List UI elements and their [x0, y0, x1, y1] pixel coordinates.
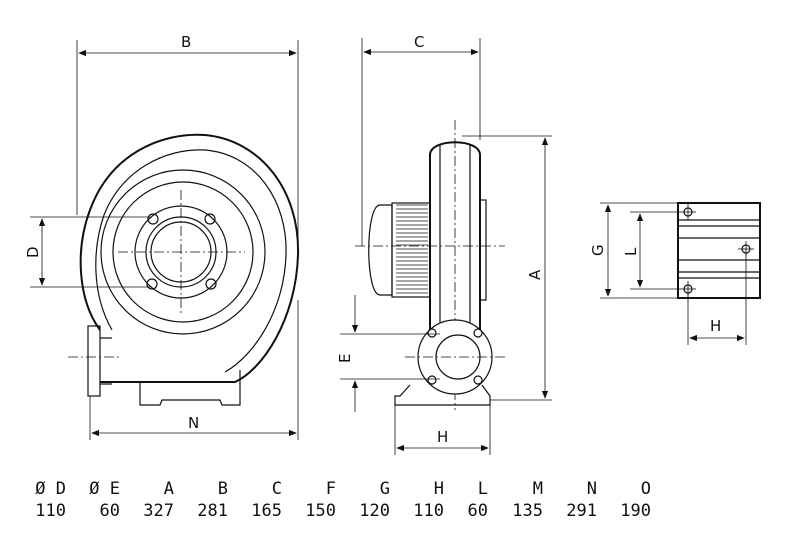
dim-label-c: C	[414, 33, 424, 51]
table-value-cell: 60	[467, 501, 488, 521]
table-values-row: 110 60 327 281 165 150 120 110 60 135 291 190	[30, 500, 651, 522]
table-header-cell: H	[433, 479, 444, 499]
front-foot	[139, 370, 241, 406]
table-value-cell: 165	[251, 501, 282, 521]
front-view	[30, 40, 300, 440]
table-header-cell: M	[532, 479, 543, 499]
table-header-cell: F	[325, 479, 336, 499]
table-value-cell: 150	[305, 501, 336, 521]
table-value-cell: 327	[143, 501, 174, 521]
outlet-flange	[87, 325, 101, 397]
table-value-cell: 60	[99, 501, 120, 521]
dim-label-l: L	[622, 247, 640, 256]
table-header-cell: N	[586, 479, 597, 499]
table-header-cell: B	[217, 479, 228, 499]
table-header-cell: O	[640, 479, 651, 499]
dim-label-a: A	[526, 269, 544, 280]
motor	[368, 202, 431, 298]
table-value-cell: 281	[197, 501, 228, 521]
foot-detail-view	[600, 202, 761, 345]
dim-label-d: D	[24, 246, 42, 258]
dim-label-n: N	[188, 414, 199, 432]
table-value-cell: 291	[566, 501, 597, 521]
table-value-cell: 190	[620, 501, 651, 521]
table-header-cell: Ø D	[35, 479, 66, 499]
table-value-cell: 110	[35, 501, 66, 521]
table-header-cell: L	[477, 479, 488, 499]
volute-housing	[79, 133, 300, 383]
table-header-cell: C	[271, 479, 282, 499]
table-value-cell: 135	[512, 501, 543, 521]
dim-label-h-side: H	[437, 428, 448, 446]
side-view	[340, 38, 552, 455]
dim-label-b: B	[181, 33, 191, 51]
dim-label-g: G	[589, 244, 607, 256]
table-header-cell: G	[379, 479, 390, 499]
bolt-holes	[146, 213, 217, 290]
table-header-cell: A	[163, 479, 174, 499]
table-header-cell: Ø E	[89, 479, 120, 499]
dim-label-e: E	[336, 354, 354, 363]
table-value-cell: 120	[359, 501, 390, 521]
table-value-cell: 110	[413, 501, 444, 521]
dim-label-h-right: H	[710, 317, 721, 335]
